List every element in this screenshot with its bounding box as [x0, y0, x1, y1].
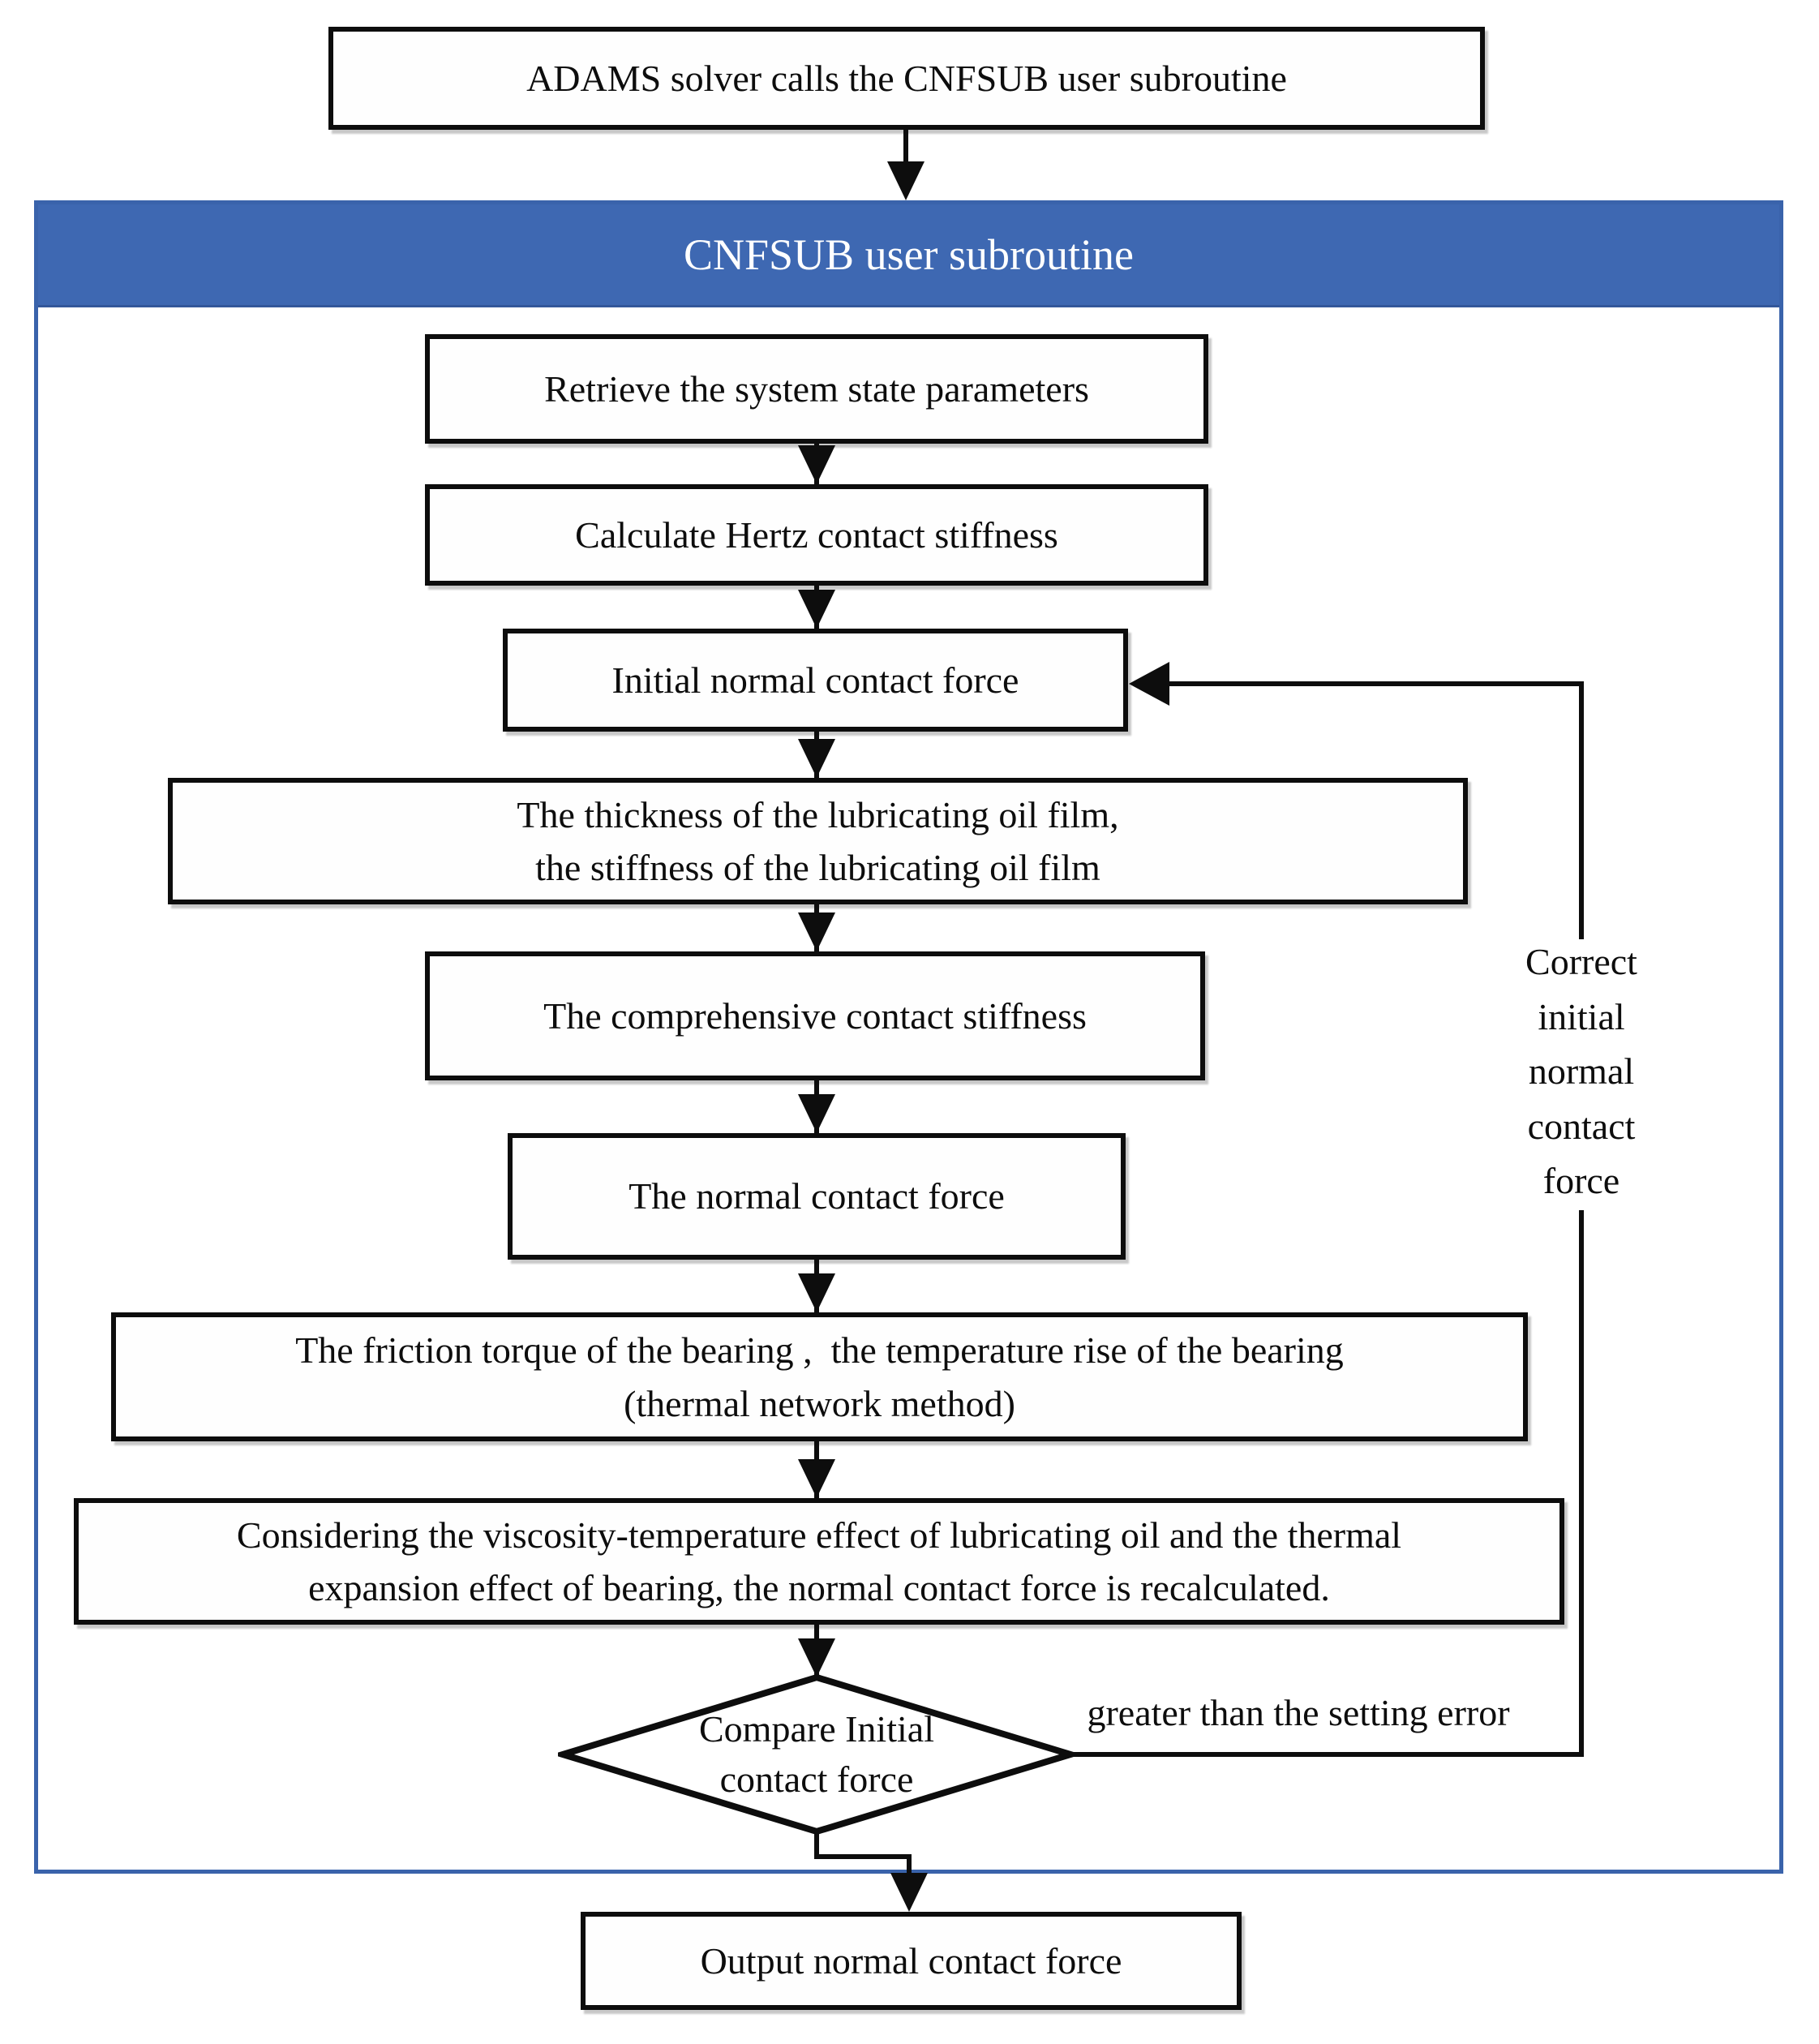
connector-7-arrowhead-icon: [798, 1459, 835, 1498]
connector-4-arrowhead-icon: [798, 912, 835, 951]
connector-start-arrowhead-icon: [887, 161, 925, 200]
correct-label-line1: Correct: [1525, 941, 1637, 982]
step-retrieve-box: Retrieve the system state parameters: [425, 334, 1208, 444]
step-friction-box: The friction torque of the bearing , the…: [111, 1312, 1528, 1441]
feedback-vertical-line-lower: [1579, 1210, 1584, 1757]
feedback-bottom-line: [1072, 1752, 1584, 1757]
connector-1-arrowhead-icon: [798, 445, 835, 484]
decision-line2: contact force: [719, 1758, 914, 1800]
correct-label-line2: initial: [1538, 995, 1625, 1037]
step-comprehensive-box: The comprehensive contact stiffness: [425, 951, 1205, 1080]
step-friction-line2: (thermal network method): [624, 1382, 1015, 1424]
output-connector-stem1: [814, 1829, 819, 1859]
step-normal-force-label: The normal contact force: [628, 1175, 1005, 1217]
step-oil-film-box: The thickness of the lubricating oil fil…: [168, 778, 1468, 904]
step-comprehensive-label: The comprehensive contact stiffness: [543, 994, 1087, 1037]
step-considering-box: Considering the viscosity-temperature ef…: [74, 1498, 1564, 1625]
feedback-vertical-line-upper: [1579, 681, 1584, 939]
connector-5-arrowhead-icon: [798, 1094, 835, 1133]
output-connector-arrowhead-icon: [890, 1873, 928, 1912]
subroutine-title: CNFSUB user subroutine: [683, 230, 1135, 279]
connector-3-arrowhead-icon: [798, 739, 835, 778]
connector-6-arrowhead-icon: [798, 1273, 835, 1312]
start-box-label: ADAMS solver calls the CNFSUB user subro…: [526, 57, 1287, 99]
start-box: ADAMS solver calls the CNFSUB user subro…: [328, 27, 1485, 130]
step-oil-film-line1: The thickness of the lubricating oil fil…: [517, 793, 1119, 835]
step-normal-force-box: The normal contact force: [508, 1133, 1126, 1260]
step-friction-line1: The friction torque of the bearing , the…: [295, 1329, 1344, 1372]
step-initial-force-box: Initial normal contact force: [503, 629, 1128, 732]
step-retrieve-label: Retrieve the system state parameters: [544, 367, 1089, 410]
step-considering-line1: Considering the viscosity-temperature ef…: [236, 1514, 1402, 1556]
decision-line1: Compare Initial: [699, 1707, 934, 1750]
output-label: Output normal contact force: [700, 1939, 1122, 1982]
connector-8-arrowhead-icon: [798, 1638, 835, 1677]
step-oil-film-line2: the stiffness of the lubricating oil fil…: [535, 847, 1100, 888]
correct-label-line5: force: [1542, 1160, 1620, 1202]
feedback-arrowhead-icon: [1129, 662, 1169, 706]
decision-diamond-text: Compare Initial contact force: [558, 1673, 1075, 1836]
feedback-top-line: [1161, 681, 1584, 686]
connector-2-arrowhead-icon: [798, 590, 835, 629]
step-hertz-box: Calculate Hertz contact stiffness: [425, 484, 1208, 586]
step-considering-line2: expansion effect of bearing, the normal …: [308, 1567, 1330, 1608]
step-hertz-label: Calculate Hertz contact stiffness: [575, 513, 1058, 556]
step-initial-force-label: Initial normal contact force: [611, 659, 1019, 701]
correct-initial-label: Correct initial normal contact force: [1456, 934, 1707, 1209]
correct-label-line4: contact: [1527, 1105, 1636, 1147]
greater-than-label: greater than the setting error: [1087, 1692, 1510, 1733]
correct-label-line3: normal: [1528, 1050, 1635, 1093]
subroutine-header: CNFSUB user subroutine: [38, 204, 1779, 307]
output-box: Output normal contact force: [581, 1912, 1242, 2010]
output-connector-jog: [814, 1854, 912, 1859]
output-connector-stem2: [907, 1854, 912, 1880]
connector-start-stem: [903, 128, 908, 169]
